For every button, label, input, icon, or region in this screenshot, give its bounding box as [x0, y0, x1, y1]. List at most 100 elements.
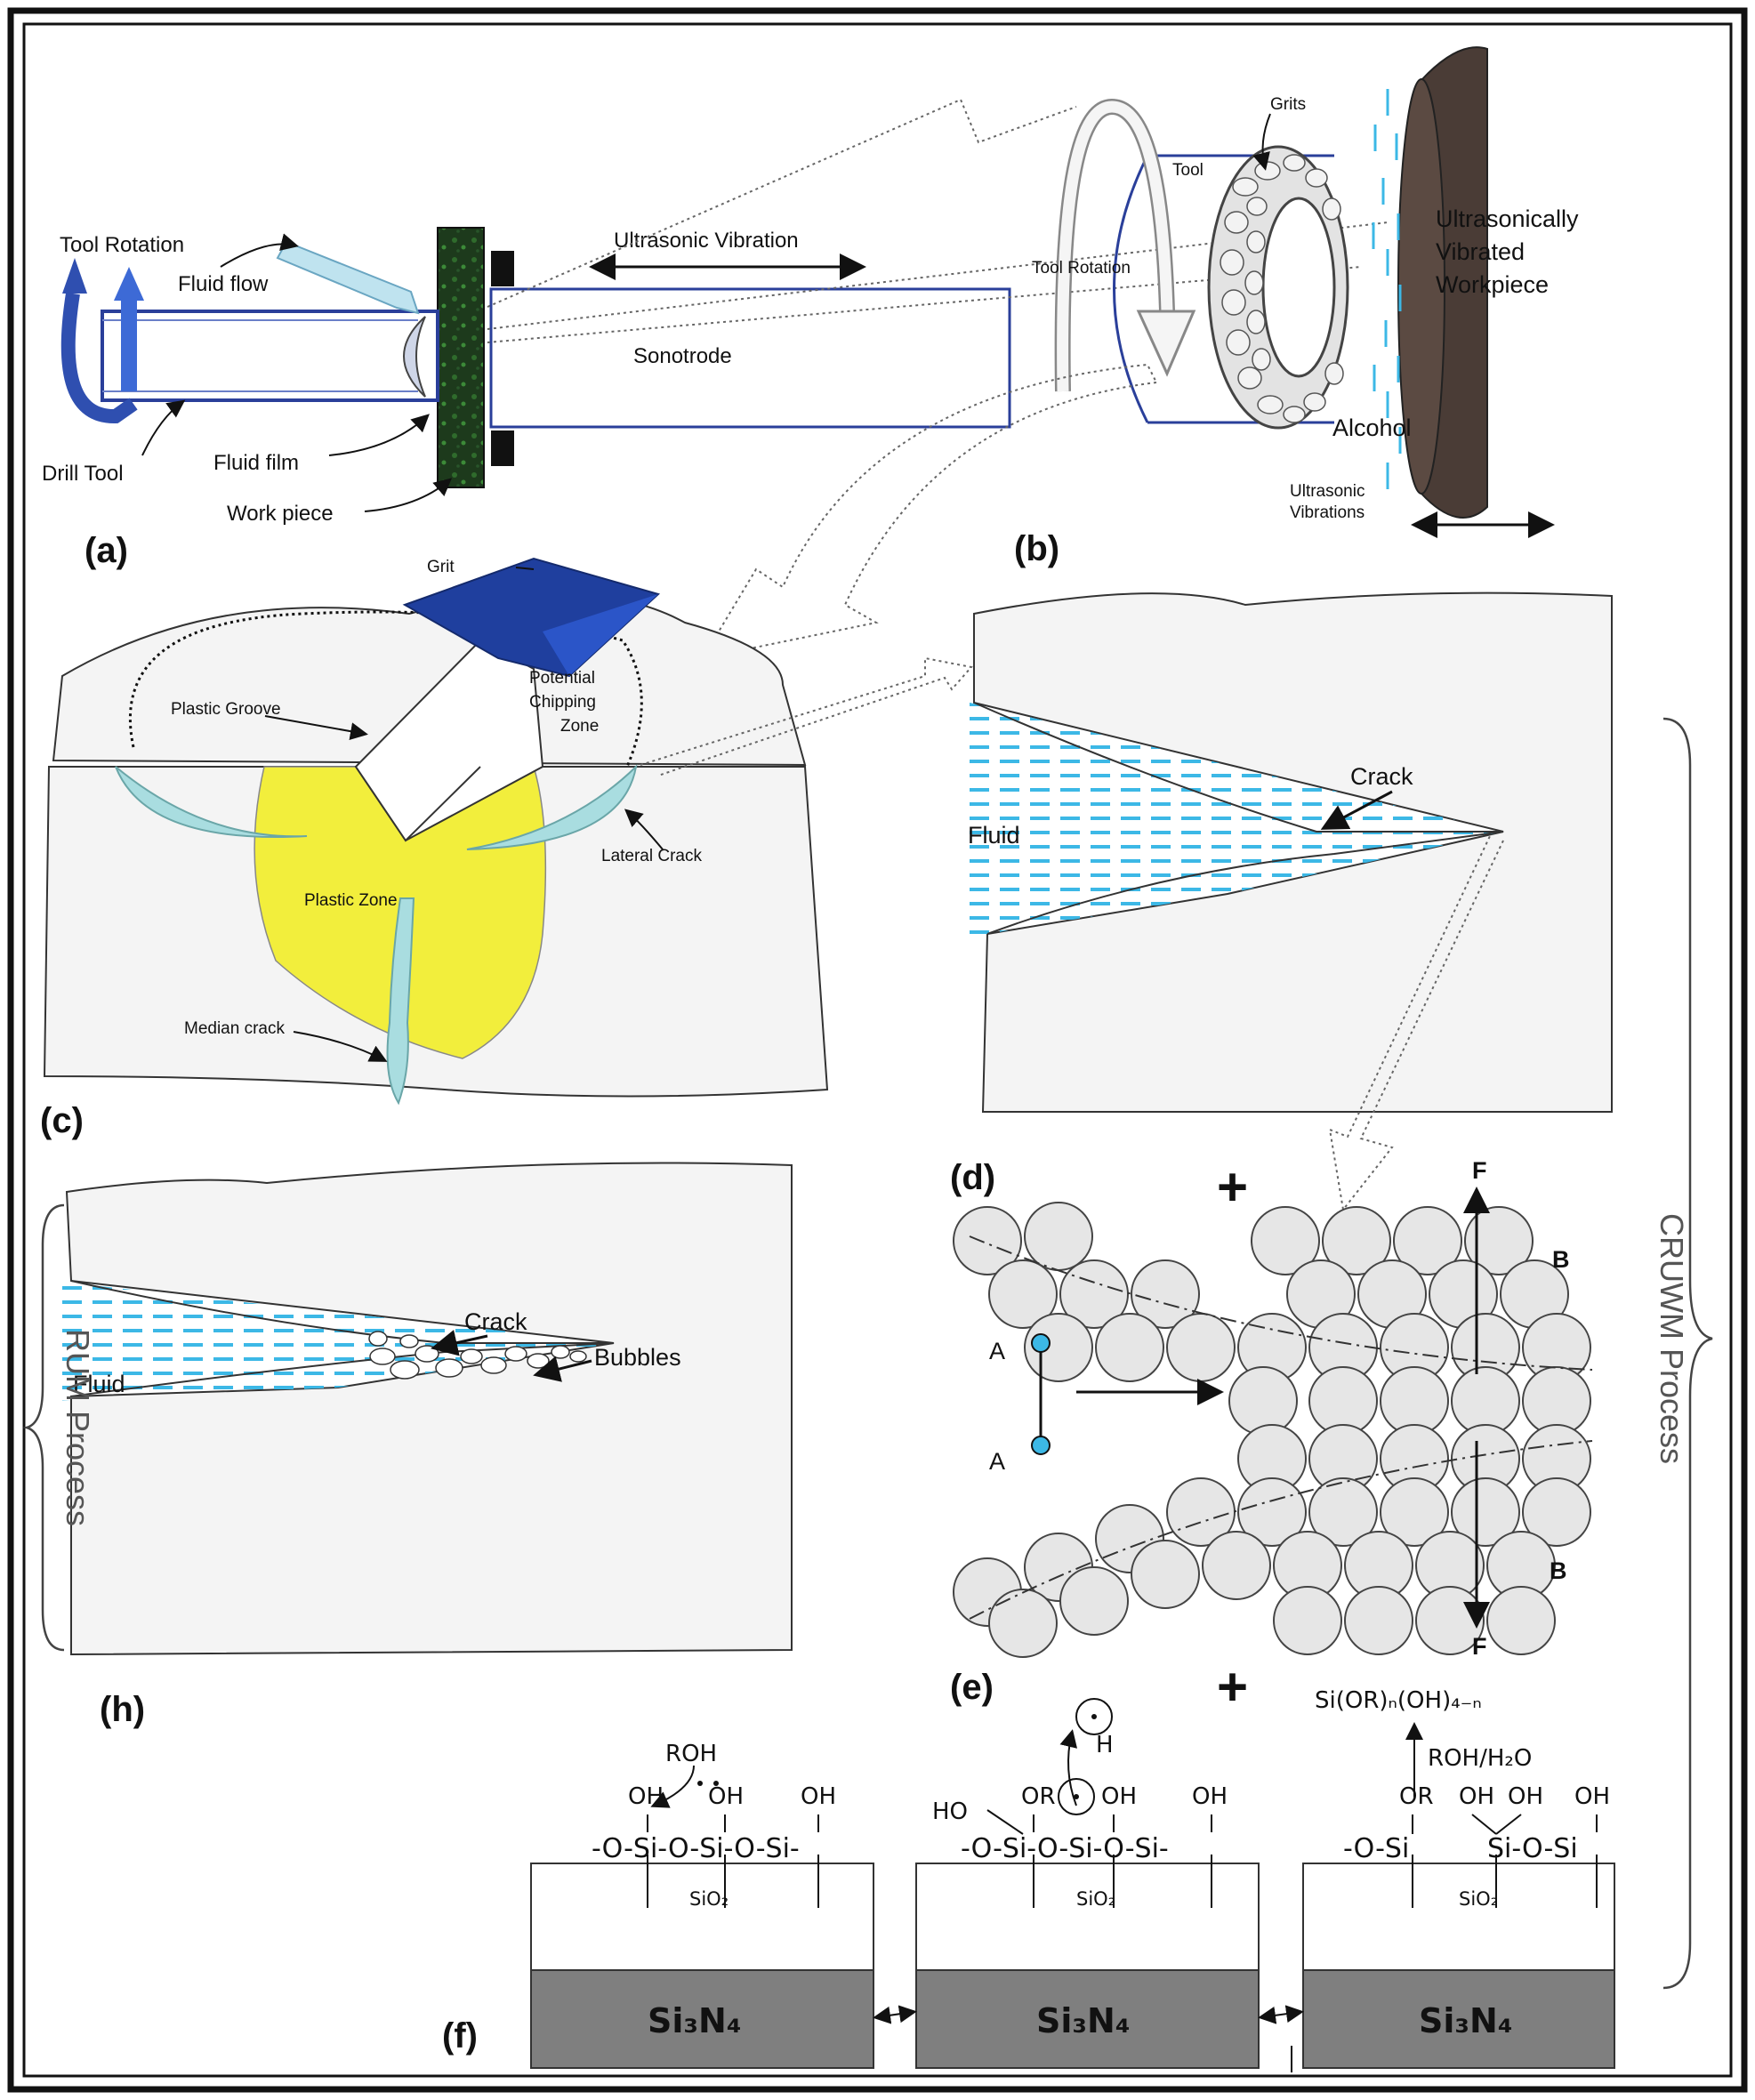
- label-si3n4-2: Si₃N₄: [1036, 2001, 1130, 2040]
- label-h: H: [1096, 1732, 1114, 1758]
- cruwm-brace: [1662, 717, 1713, 1990]
- label-oh-4: OH: [1101, 1783, 1137, 1810]
- label-sio2-3: SiO₂: [1459, 1888, 1498, 1910]
- lateral-crack-right: [466, 764, 638, 850]
- sonotrode-flange-top: [491, 251, 514, 286]
- label-potential-line2: Chipping: [529, 693, 596, 712]
- label-or-2: OR: [1399, 1783, 1434, 1810]
- plus-sign-2: +: [1217, 1657, 1248, 1717]
- fluid-region-d: [962, 701, 1503, 934]
- label-chain-3b: Si-O-Si: [1487, 1833, 1578, 1864]
- sonotrode-body: [489, 287, 1011, 429]
- label-plastic-groove: Plastic Groove: [171, 700, 281, 719]
- label-tool: Tool: [1172, 161, 1204, 180]
- panel-a: Tool Rotation Fluid flow Ultrasonic Vibr…: [42, 227, 1011, 570]
- label-force-top: F: [1472, 1157, 1487, 1184]
- label-vibrations-line2: Vibrations: [1290, 503, 1365, 522]
- label-b-top: B: [1552, 1246, 1570, 1273]
- label-fluid-h: Fluid: [73, 1371, 125, 1397]
- potential-chipping-zone-outline: [128, 610, 643, 768]
- tool-cylinder-outline: [1113, 155, 1149, 423]
- fluid-flow-arrow: [276, 240, 420, 315]
- panel-label-f: (f): [442, 2016, 478, 2056]
- label-roh-h2o: ROH/H₂O: [1428, 1745, 1532, 1772]
- label-crack-h: Crack: [464, 1308, 527, 1335]
- label-drill-tool: Drill Tool: [42, 462, 124, 486]
- lateral-crack-left: [115, 766, 308, 838]
- label-a-bottom: A: [989, 1448, 1005, 1475]
- label-ultrasonic-vibration-a: Ultrasonic Vibration: [614, 229, 799, 253]
- label-product: Si(OR)ₙ(OH)₄₋ₙ: [1315, 1687, 1482, 1714]
- panel-label-d: (d): [950, 1158, 995, 1197]
- label-oh-8: OH: [1574, 1783, 1610, 1810]
- label-oh-2: OH: [708, 1783, 744, 1810]
- label-oh-6: OH: [1459, 1783, 1494, 1810]
- drill-tool-tube: [101, 310, 439, 402]
- label-cruwm-process: CRUWM Process: [1654, 1213, 1690, 1464]
- panel-label-h: (h): [100, 1690, 145, 1729]
- block-1: [530, 1863, 874, 2069]
- label-sio2-2: SiO₂: [1076, 1888, 1115, 1910]
- label-fluid-film: Fluid film: [213, 451, 299, 475]
- label-grits: Grits: [1270, 95, 1306, 114]
- label-workpiece-line1: Ultrasonically: [1436, 205, 1579, 232]
- label-plastic-zone: Plastic Zone: [304, 891, 398, 910]
- label-potential-line3: Zone: [560, 717, 599, 736]
- label-oh-5: OH: [1192, 1783, 1228, 1810]
- label-oh-1: OH: [628, 1783, 664, 1810]
- atom-layer-bottom: [953, 1424, 1591, 1658]
- label-chain-1: -O-Si-O-Si-O-Si-: [592, 1833, 800, 1864]
- atom-a-bottom: [1031, 1436, 1051, 1455]
- label-tool-rotation-a: Tool Rotation: [60, 233, 184, 257]
- zoom-connector-c-d: [640, 656, 973, 776]
- outer-frame: [7, 7, 1748, 2093]
- label-fluid-flow: Fluid flow: [178, 272, 269, 296]
- label-or-1: OR: [1021, 1783, 1056, 1810]
- block-3: [1302, 1863, 1615, 2069]
- label-ho: HO: [932, 1798, 968, 1825]
- label-oh-7: OH: [1508, 1783, 1543, 1810]
- panel-label-b: (b): [1014, 529, 1059, 568]
- label-tool-rotation-b: Tool Rotation: [1032, 259, 1131, 278]
- work-piece-block: [437, 227, 485, 488]
- label-chain-3a: -O-Si: [1343, 1833, 1409, 1864]
- sonotrode-flange-bottom: [491, 430, 514, 466]
- label-oh-3: OH: [801, 1783, 836, 1810]
- panel-label-c: (c): [40, 1101, 84, 1140]
- label-bubbles: Bubbles: [594, 1344, 681, 1371]
- label-chain-2: -O-Si-O-Si-O-Si-: [961, 1833, 1169, 1864]
- inner-frame: [22, 22, 1733, 2078]
- label-median-crack: Median crack: [184, 1019, 285, 1038]
- panel-f: Si(OR)ₙ(OH)₄₋ₙ ROH/H₂O ROH OH OH OH HO O…: [442, 1687, 1615, 2072]
- label-rum-process: RUM Process: [60, 1329, 96, 1526]
- crack-block-h: [65, 1162, 793, 1656]
- label-crack-d: Crack: [1350, 763, 1413, 790]
- label-alcohol: Alcohol: [1332, 414, 1412, 441]
- label-a-top: A: [989, 1338, 1005, 1364]
- panel-label-e: (e): [950, 1668, 994, 1707]
- label-b-bottom: B: [1550, 1557, 1567, 1584]
- atom-layer-top: [953, 1202, 1591, 1436]
- median-crack: [386, 897, 415, 1106]
- panel-c: Grit Potential Chipping Zone Plastic Gro…: [40, 557, 829, 1140]
- label-grit: Grit: [427, 558, 455, 576]
- zoom-connector-b-c: [700, 363, 1158, 660]
- label-workpiece-line2: Vibrated: [1436, 238, 1525, 265]
- panel-label-a: (a): [85, 531, 128, 570]
- label-sio2-1: SiO₂: [689, 1888, 729, 1910]
- label-lateral-crack: Lateral Crack: [601, 847, 702, 865]
- label-workpiece-line3: Workpiece: [1436, 271, 1549, 298]
- label-si3n4-3: Si₃N₄: [1419, 2001, 1512, 2040]
- fluid-region-h: [52, 1281, 614, 1401]
- panel-h: Crack Bubbles Fluid (h): [52, 1162, 793, 1729]
- label-si3n4-1: Si₃N₄: [648, 2001, 741, 2040]
- tool-rotation-curve: [60, 292, 138, 424]
- label-work-piece: Work piece: [227, 502, 334, 526]
- grit-ring: [403, 316, 426, 398]
- label-roh: ROH: [665, 1741, 717, 1767]
- label-fluid-d: Fluid: [968, 822, 1020, 849]
- label-sonotrode: Sonotrode: [633, 344, 732, 368]
- panel-e: F F B B A A (e): [950, 1157, 1593, 1707]
- label-vibrations-line1: Ultrasonic: [1290, 482, 1365, 501]
